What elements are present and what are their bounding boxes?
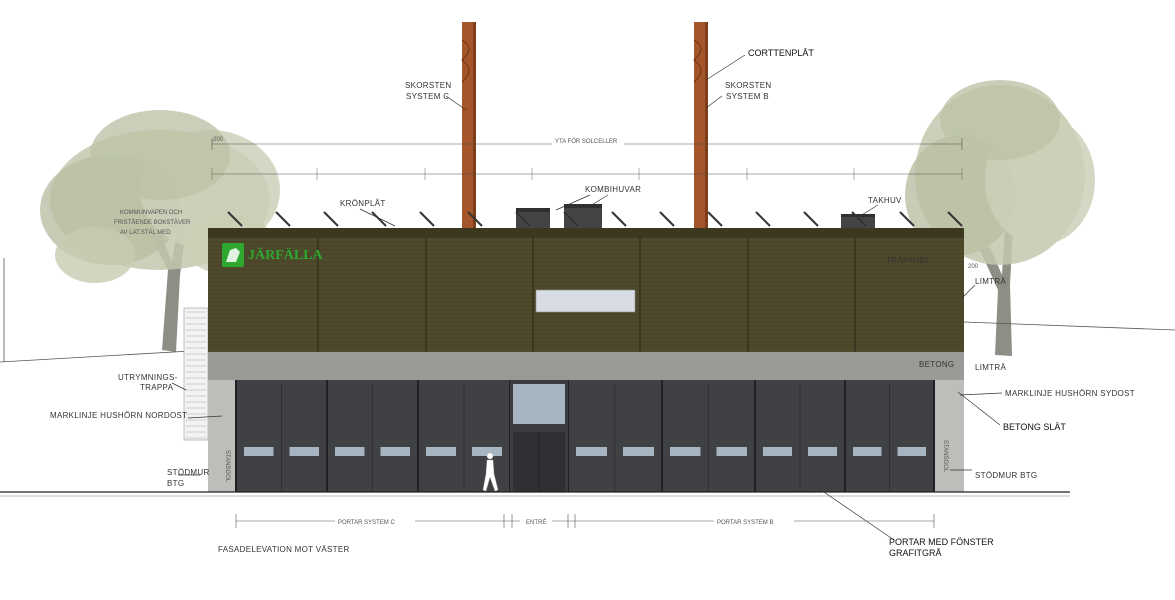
solar-panel bbox=[419, 211, 435, 227]
solar-panel bbox=[515, 211, 531, 227]
solar-panel bbox=[371, 211, 387, 227]
label-portar-fonster-2: GRAFITGRÅ bbox=[889, 548, 942, 558]
label-limtra-bottom: LIMTRÄ bbox=[975, 363, 1006, 372]
solar-panels bbox=[227, 211, 963, 227]
terrain-line-left bbox=[0, 349, 209, 363]
door-window bbox=[716, 447, 747, 456]
label-stansgol-left: STANSGOL bbox=[224, 450, 230, 483]
label-skorsten-c-1: SKORSTEN bbox=[405, 81, 451, 90]
solar-panel bbox=[467, 211, 483, 227]
roof-hoods bbox=[516, 204, 875, 228]
concrete-right-pier bbox=[934, 380, 964, 492]
solar-panel bbox=[323, 211, 339, 227]
solar-panel bbox=[947, 211, 963, 227]
entrance bbox=[510, 380, 568, 492]
door-window bbox=[380, 447, 410, 456]
chimney-system-b bbox=[693, 22, 708, 228]
upper-window bbox=[535, 289, 636, 313]
kombihuv-1 bbox=[516, 208, 550, 228]
label-takhuv: TAKHUV bbox=[868, 196, 902, 205]
concrete-left-pier bbox=[208, 380, 236, 492]
drawing-title: FASADELEVATION MOT VÄSTER bbox=[218, 545, 350, 554]
tree-right bbox=[905, 80, 1095, 356]
door-window bbox=[670, 447, 701, 456]
solar-ticks bbox=[211, 168, 963, 180]
solar-panel bbox=[611, 211, 627, 227]
solar-panel bbox=[755, 211, 771, 227]
door-window bbox=[623, 447, 654, 456]
door-window bbox=[808, 447, 837, 456]
label-stodmur-right: STÖDMUR BTG bbox=[975, 471, 1037, 480]
solar-panel bbox=[227, 211, 243, 227]
tree-note-2: FRISTÅENDE BOKSTÄVER bbox=[114, 219, 191, 226]
solar-panel bbox=[275, 211, 291, 227]
door-window bbox=[244, 447, 274, 456]
label-dim-tick: 200 bbox=[213, 137, 224, 143]
label-corttenplat: CORTTENPLÅT bbox=[748, 48, 814, 58]
label-skorsten-c-2: SYSTEM C bbox=[406, 92, 449, 101]
label-portar-fonster-1: PORTAR MED FÖNSTER bbox=[889, 537, 994, 547]
tree-note-1: KOMMUNVAPEN OCH bbox=[120, 210, 182, 216]
solar-panel bbox=[899, 211, 915, 227]
solar-panel bbox=[851, 211, 867, 227]
label-utrymningstrappa-1: UTRYMNINGS- bbox=[118, 373, 178, 382]
label-yta-solceller: YTA FÖR SOLCELLER bbox=[555, 138, 618, 145]
solar-panel bbox=[707, 211, 723, 227]
door-window bbox=[335, 447, 365, 456]
label-marklinje-sydost: MARKLINJE HUSHÖRN SYDOST bbox=[1005, 389, 1135, 398]
label-kombihuvar: KOMBIHUVAR bbox=[585, 185, 641, 194]
person-figure bbox=[482, 452, 499, 492]
door-window bbox=[763, 447, 792, 456]
door-window bbox=[289, 447, 319, 456]
solar-panel bbox=[659, 211, 675, 227]
entrance-window bbox=[513, 384, 565, 424]
label-dim-200: 200 bbox=[968, 264, 979, 270]
takhuv bbox=[841, 214, 875, 228]
dim-portar-c: PORTAR SYSTEM C bbox=[338, 520, 395, 526]
solar-panel bbox=[803, 211, 819, 227]
jarfalla-sign: JÄRFÄLLA bbox=[222, 243, 324, 267]
terrain-line-right bbox=[963, 321, 1175, 331]
label-stodmur-left-2: BTG bbox=[167, 479, 184, 488]
sign-text: JÄRFÄLLA bbox=[248, 247, 324, 263]
label-betong-slat: BETONG SLÄT bbox=[1003, 422, 1066, 432]
door-window bbox=[426, 447, 456, 456]
dim-portar-b: PORTAR SYSTEM B bbox=[717, 520, 773, 526]
label-betong: BETONG bbox=[919, 360, 954, 369]
door-zone bbox=[236, 380, 934, 492]
escape-stair bbox=[183, 307, 209, 441]
label-stansgol-right: STANSGOL bbox=[942, 440, 948, 473]
label-skorsten-b-2: SYSTEM B bbox=[726, 92, 769, 101]
label-marklinje-nordost: MARKLINJE HUSHÖRN NORDOST bbox=[50, 411, 187, 420]
dim-entre: ENTRÉ bbox=[526, 519, 546, 526]
label-trapanel: TRÄPANEL bbox=[886, 256, 930, 265]
leader-lines bbox=[171, 54, 1003, 541]
garage-doors bbox=[235, 380, 935, 492]
label-utrymningstrappa-2: TRAPPA bbox=[140, 383, 174, 392]
door-window bbox=[897, 447, 926, 456]
label-stodmur-left-1: STÖDMUR bbox=[167, 468, 210, 477]
concrete-band bbox=[208, 352, 964, 380]
door-window bbox=[472, 447, 502, 456]
door-window bbox=[576, 447, 607, 456]
chimney-system-c bbox=[462, 22, 476, 260]
label-kronplat: KRÖNPLÅT bbox=[340, 199, 386, 208]
label-skorsten-b-1: SKORSTEN bbox=[725, 81, 771, 90]
cladding-panels bbox=[317, 238, 856, 352]
label-limtra-top: LIMTRÄ bbox=[975, 277, 1006, 286]
door-window bbox=[853, 447, 882, 456]
tree-note-3: AV LAT.STÄL MED bbox=[120, 229, 171, 236]
solar-panel bbox=[563, 211, 579, 227]
